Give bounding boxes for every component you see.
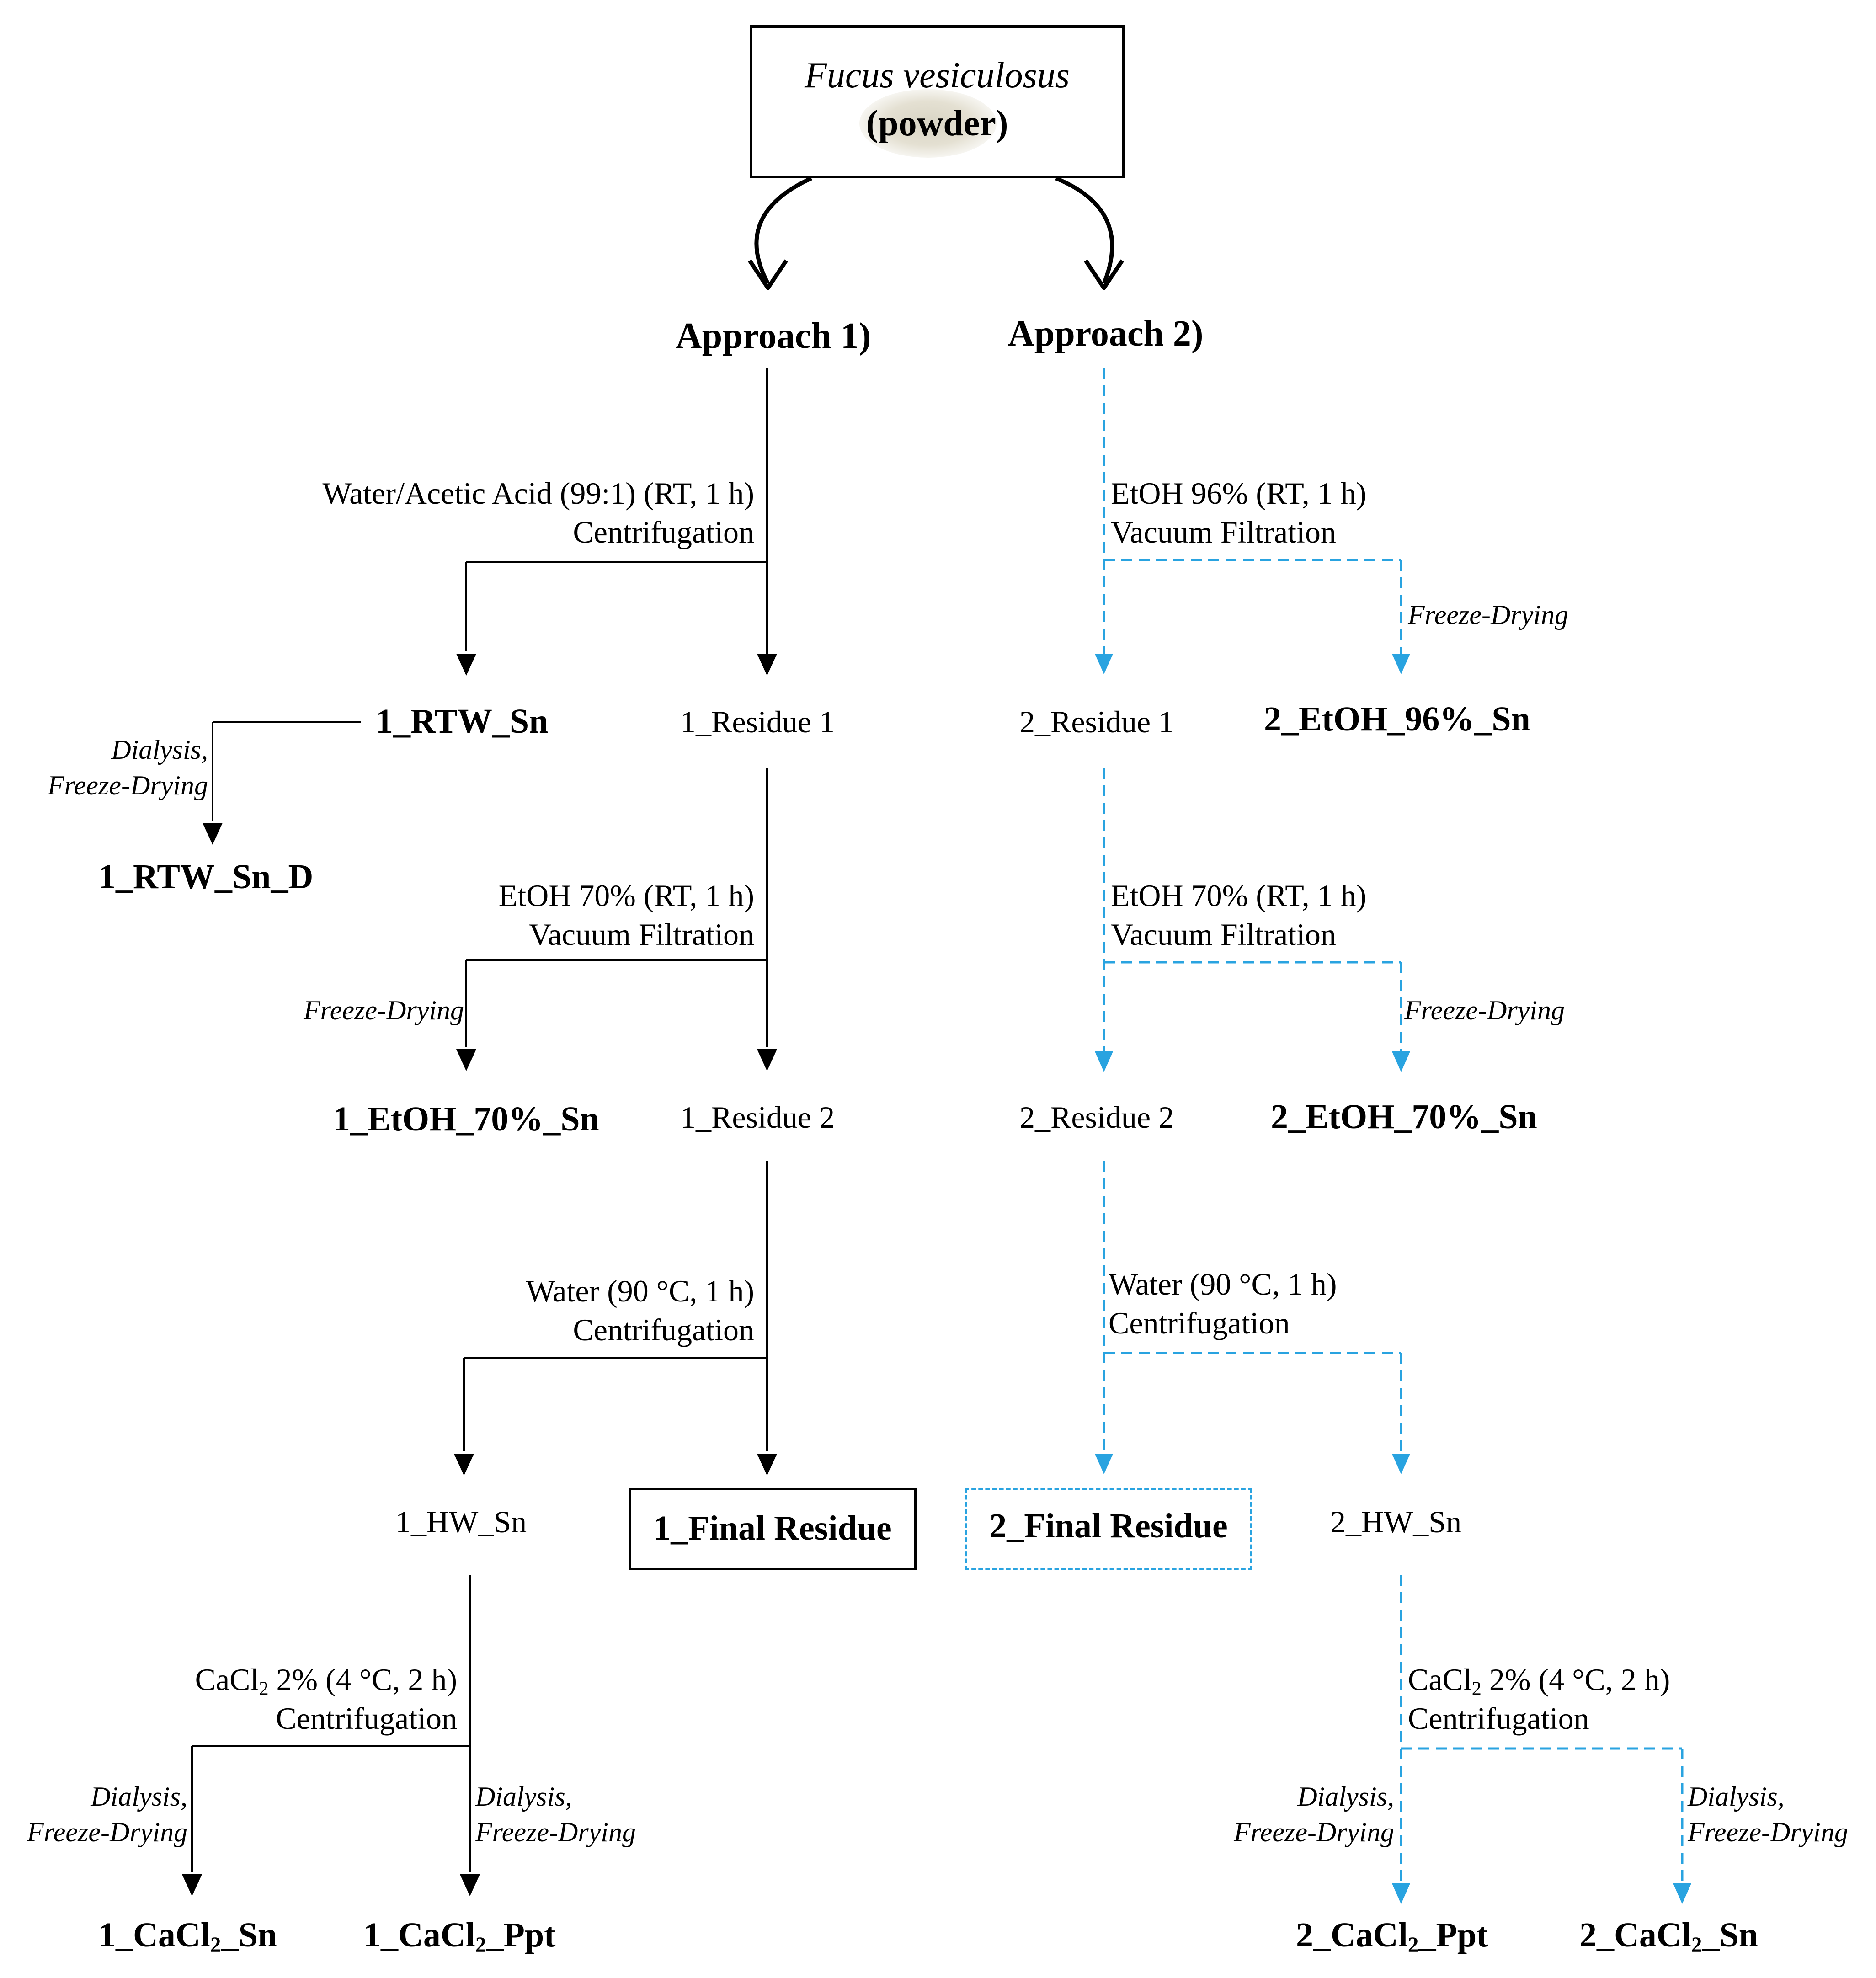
a1-step4-method: Centrifugation [276,1701,457,1736]
a1-rtw-sn: 1_RTW_Sn [376,702,549,741]
a2-right-freeze-drying: Freeze-Drying [1688,1817,1848,1847]
a1-rtw-sn-d: 1_RTW_Sn_D [98,858,314,896]
a1-cacl2-sn: 1_CaCl2_Sn [98,1916,277,1957]
a2-step1-freeze-drying: Freeze-Drying [1408,600,1568,630]
approach1-connectors [191,368,768,1872]
a2-left-freeze-drying: Freeze-Drying [1234,1817,1394,1847]
approach2-title: Approach 2) [1008,314,1204,354]
a2-final-residue: 2_Final Residue [989,1507,1228,1545]
a1-residue2: 1_Residue 2 [680,1100,835,1135]
a1-step2-method: Vacuum Filtration [529,917,754,952]
a2-etoh96-sn: 2_EtOH_96%_Sn [1264,700,1530,738]
a1-step1-method: Centrifugation [573,515,754,549]
approach2-connectors [1103,368,1684,1883]
a1-cacl2-ppt: 1_CaCl2_Ppt [363,1916,556,1957]
a2-step4-method: Centrifugation [1408,1701,1589,1736]
a1-final-residue: 1_Final Residue [653,1509,892,1547]
a1-left-freeze-drying: Freeze-Drying [27,1817,187,1847]
curve-to-approach1 [754,176,812,285]
a2-left-dialysis: Dialysis, [1297,1781,1394,1812]
a2-step2-method: Vacuum Filtration [1111,917,1336,952]
a1-etoh70-sn: 1_EtOH_70%_Sn [333,1100,599,1138]
a1-rtw-freeze-drying: Freeze-Drying [48,770,208,800]
a2-step1-method: Vacuum Filtration [1111,515,1336,549]
a1-residue1: 1_Residue 1 [680,704,835,739]
curve-arrowheads [748,259,1124,290]
approach2-arrowheads [1095,654,1691,1904]
a1-hw-sn: 1_HW_Sn [395,1504,527,1539]
a2-step2-freeze-drying: Freeze-Drying [1404,995,1565,1025]
species-name: Fucus vesiculosus [805,55,1070,96]
a2-step4-conditions: CaCl2 2% (4 °C, 2 h) [1408,1662,1670,1700]
a2-right-dialysis: Dialysis, [1688,1781,1785,1812]
a2-step3-conditions: Water (90 °C, 1 h) [1109,1267,1337,1301]
a2-step2-conditions: EtOH 70% (RT, 1 h) [1111,878,1367,913]
a1-step4-conditions: CaCl2 2% (4 °C, 2 h) [195,1662,457,1700]
approach1-title: Approach 1) [676,316,871,356]
a2-residue2: 2_Residue 2 [1019,1100,1174,1135]
a1-step2-conditions: EtOH 70% (RT, 1 h) [498,878,754,913]
a1-step2-freeze-drying: Freeze-Drying [304,995,464,1025]
a2-etoh70-sn: 2_EtOH_70%_Sn [1271,1098,1537,1136]
a1-step1-conditions: Water/Acetic Acid (99:1) (RT, 1 h) [322,476,754,511]
a2-cacl2-sn: 2_CaCl2_Sn [1579,1916,1758,1957]
a1-rtw-dialysis: Dialysis, [111,735,208,765]
a1-left-dialysis: Dialysis, [91,1781,187,1812]
a2-hw-sn: 2_HW_Sn [1330,1504,1462,1539]
a2-final-residue-box [965,1488,1252,1570]
source-curved-arrows [754,176,1114,285]
a1-right-freeze-drying: Freeze-Drying [475,1817,636,1847]
a1-final-residue-box [629,1488,917,1570]
a1-step3-method: Centrifugation [573,1312,754,1347]
a1-step3-conditions: Water (90 °C, 1 h) [526,1274,754,1308]
a2-step1-conditions: EtOH 96% (RT, 1 h) [1111,476,1367,511]
material-form: (powder) [866,103,1008,144]
approach1-arrowheads [182,654,777,1896]
a2-residue1: 2_Residue 1 [1019,704,1174,739]
curve-to-approach2 [1055,176,1114,284]
a1-right-dialysis: Dialysis, [475,1781,572,1812]
powder-image [859,89,997,158]
a2-cacl2-ppt: 2_CaCl2_Ppt [1296,1916,1488,1957]
a2-step3-method: Centrifugation [1109,1306,1290,1340]
